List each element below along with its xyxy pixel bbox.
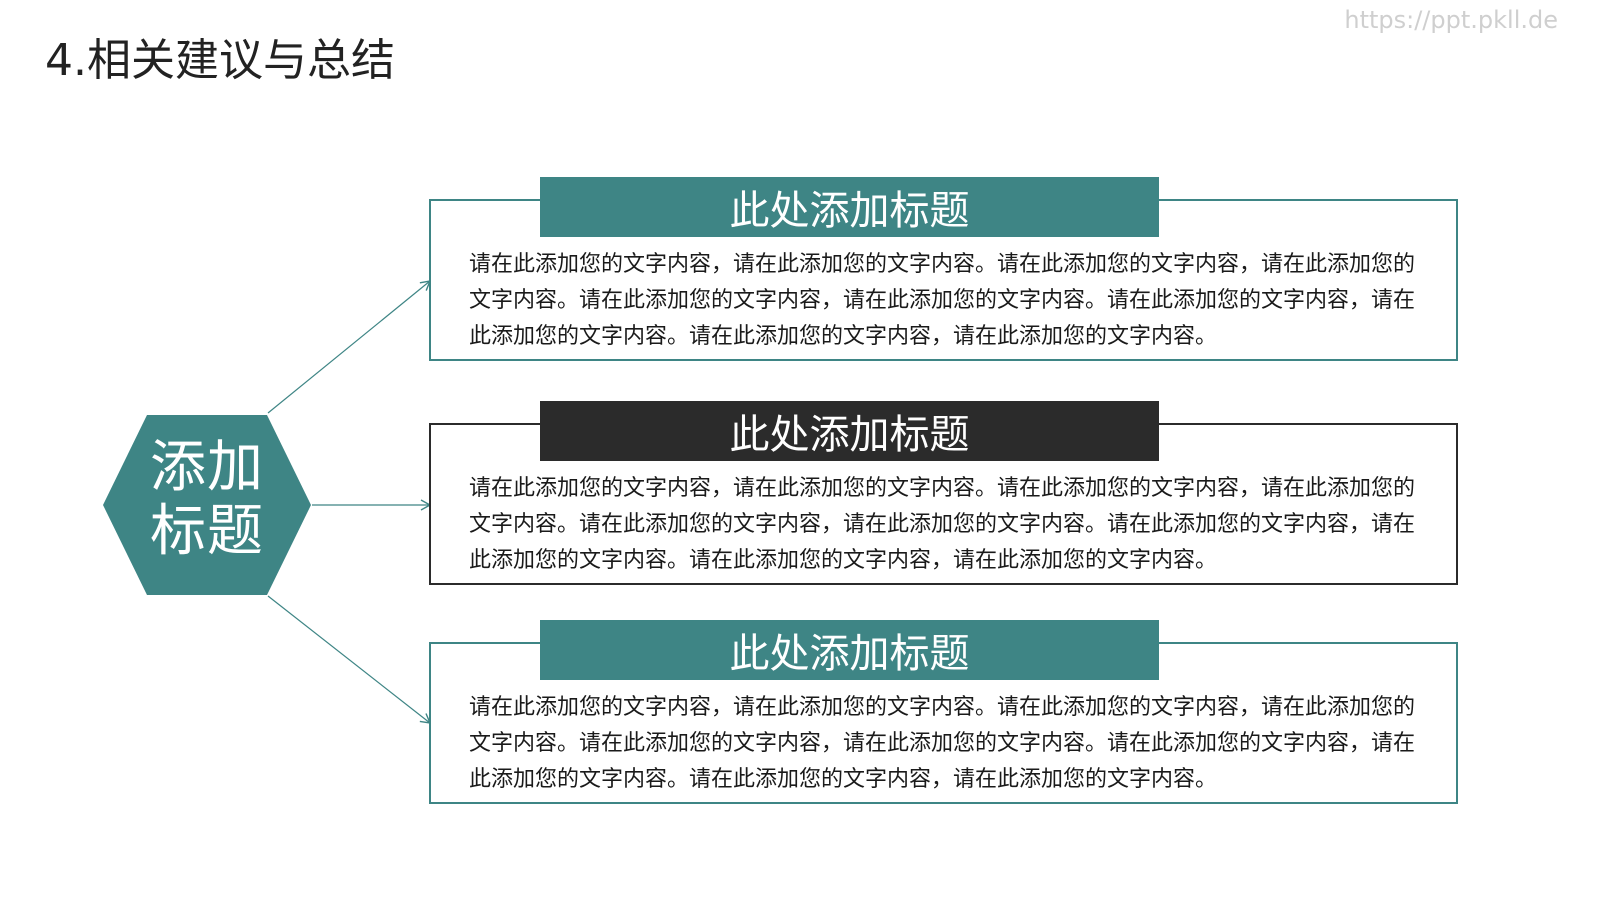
- hub-label: 添加标题: [103, 410, 311, 590]
- hub-label-text: 添加标题: [150, 435, 264, 564]
- content-card-1: 此处添加标题 请在此添加您的文字内容，请在此添加您的文字内容。请在此添加您的文字…: [429, 177, 1458, 361]
- card-heading-2: 此处添加标题: [540, 401, 1159, 461]
- card-body-3: 请在此添加您的文字内容，请在此添加您的文字内容。请在此添加您的文字内容，请在此添…: [469, 695, 1416, 792]
- content-card-3: 此处添加标题 请在此添加您的文字内容，请在此添加您的文字内容。请在此添加您的文字…: [429, 620, 1458, 804]
- card-body-1: 请在此添加您的文字内容，请在此添加您的文字内容。请在此添加您的文字内容，请在此添…: [469, 252, 1416, 349]
- connector-arrow-top: [267, 280, 432, 414]
- connector-arrow-bottom: [267, 595, 432, 724]
- content-card-2: 此处添加标题 请在此添加您的文字内容，请在此添加您的文字内容。请在此添加您的文字…: [429, 401, 1458, 585]
- card-heading-3: 此处添加标题: [540, 620, 1159, 680]
- hub-hexagon: [103, 415, 311, 595]
- watermark: https://ppt.pkll.de: [1344, 6, 1558, 34]
- card-body-2: 请在此添加您的文字内容，请在此添加您的文字内容。请在此添加您的文字内容，请在此添…: [469, 476, 1416, 573]
- page-title: 4.相关建议与总结: [45, 35, 395, 86]
- card-heading-1: 此处添加标题: [540, 177, 1159, 237]
